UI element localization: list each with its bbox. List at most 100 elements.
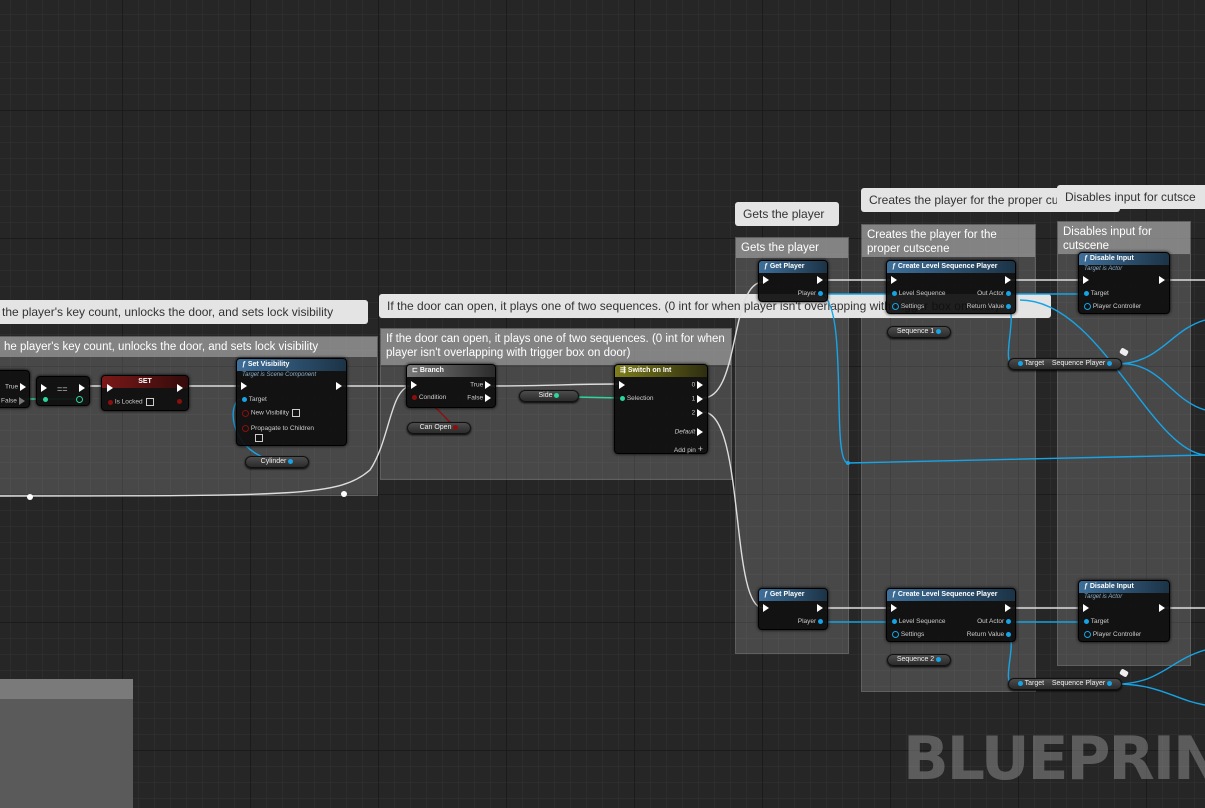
pin-target[interactable]: Target [1084, 290, 1109, 298]
pin-default[interactable]: Default [675, 428, 703, 437]
pin-false[interactable]: False [1, 397, 25, 406]
node-previous-branch[interactable]: True False [0, 370, 30, 408]
exec-in-pin[interactable] [107, 384, 113, 393]
pin-label: Condition [418, 394, 447, 401]
exec-out-pin[interactable] [336, 382, 342, 391]
exec-in-pin[interactable] [891, 604, 897, 613]
node-branch[interactable]: ⊏ Branch True Condition False [406, 364, 496, 408]
node-create-level-sequence-player-2[interactable]: ƒ Create Level Sequence Player Level Seq… [886, 588, 1016, 642]
pin-selection[interactable]: Selection [620, 395, 654, 403]
node-set-is-locked[interactable]: SET Is Locked [101, 375, 189, 411]
exec-out-pin[interactable] [1159, 604, 1165, 613]
var-label: Can Open [419, 424, 452, 431]
exec-out-pin[interactable] [817, 604, 823, 613]
pin-condition[interactable]: Condition [412, 394, 446, 402]
pin-out-1[interactable]: 1 [692, 395, 703, 404]
exec-out-pin[interactable] [1159, 276, 1165, 285]
set-sequence-player-1[interactable]: Target Sequence Player [1008, 358, 1122, 370]
pin-dot-icon [43, 396, 48, 402]
checkbox[interactable] [145, 398, 154, 406]
exec-in-pin[interactable] [241, 382, 247, 391]
pin-settings[interactable]: Settings [892, 631, 924, 639]
pin-new-visibility[interactable]: New Visibility [242, 409, 300, 418]
pin-out[interactable] [177, 398, 182, 406]
node-header: ƒ Create Level Sequence Player [887, 589, 1015, 601]
pin-label: Level Sequence [898, 618, 946, 625]
node-equal[interactable]: == [36, 376, 90, 406]
node-disable-input-2[interactable]: ƒ Disable Input Target is Actor Target P… [1078, 580, 1170, 642]
collapsed-comment-panel[interactable] [0, 679, 133, 808]
pin-label: Player Controller [1092, 303, 1142, 311]
node-set-visibility[interactable]: ƒ Set Visibility Target is Scene Compone… [236, 358, 347, 446]
exec-pin-icon [1083, 604, 1089, 612]
pin-true[interactable]: True [470, 381, 491, 390]
exec-in-pin[interactable] [891, 276, 897, 285]
exec-pin-icon [817, 604, 823, 612]
pin-player[interactable]: Player [798, 618, 823, 626]
exec-pin-icon [485, 394, 491, 402]
variable-side[interactable]: Side [519, 390, 579, 402]
exec-in-pin[interactable] [1083, 276, 1089, 285]
pin-is-locked[interactable]: Is Locked [108, 398, 154, 407]
node-title: Create Level Sequence Player [897, 591, 998, 598]
node-disable-input-1[interactable]: ƒ Disable Input Target is Actor Target P… [1078, 252, 1170, 314]
exec-in-pin[interactable] [763, 604, 769, 613]
pin-label: 2 [691, 409, 696, 417]
pin-return-value[interactable]: Return Value [967, 631, 1011, 639]
variable-sequence-1[interactable]: Sequence 1 [887, 326, 951, 338]
node-header: ƒ Set Visibility [237, 359, 346, 371]
pin-propagate[interactable]: Propagate to Children [242, 425, 314, 433]
node-header: ƒ Get Player [759, 261, 827, 273]
exec-in-pin[interactable] [763, 276, 769, 285]
pin-out-actor[interactable]: Out Actor [977, 618, 1011, 626]
add-pin-button[interactable]: Add pin + [674, 445, 703, 455]
propagate-checkbox[interactable] [255, 434, 263, 443]
pin-out[interactable] [76, 396, 83, 404]
exec-in-pin[interactable] [619, 381, 625, 390]
pin-return-value[interactable]: Return Value [967, 303, 1011, 311]
variable-can-open[interactable]: Can Open [407, 422, 471, 434]
exec-out-pin[interactable] [79, 384, 85, 393]
pin-player-controller[interactable]: Player Controller [1084, 303, 1141, 311]
pin-out-2[interactable]: 2 [692, 409, 703, 418]
pin-player[interactable]: Player [798, 290, 823, 298]
pin-target[interactable]: Target [1084, 618, 1109, 626]
exec-out-pin[interactable] [177, 384, 183, 393]
exec-out-pin[interactable] [1005, 604, 1011, 613]
exec-pin-icon [763, 276, 769, 284]
exec-out-pin[interactable] [817, 276, 823, 285]
pin-out-0[interactable]: 0 [692, 381, 703, 390]
exec-in-pin[interactable] [41, 384, 47, 393]
set-sequence-player-2[interactable]: Target Sequence Player [1008, 678, 1122, 690]
exec-out-pin[interactable] [1005, 276, 1011, 285]
pin-dot-icon [1006, 618, 1011, 624]
pin-settings[interactable]: Settings [892, 303, 924, 311]
variable-cylinder[interactable]: Cylinder [245, 456, 309, 468]
pin-label: Return Value [966, 631, 1005, 638]
pin-dot-icon [818, 290, 823, 296]
pin-true[interactable]: True [5, 383, 26, 392]
node-subtitle: Target is Actor [1084, 594, 1123, 600]
pin-dot-icon [242, 409, 249, 417]
pin-target[interactable]: Target [242, 396, 267, 404]
pin-in[interactable] [43, 396, 48, 404]
pin-level-sequence[interactable]: Level Sequence [892, 618, 945, 626]
checkbox[interactable] [255, 434, 263, 442]
variable-sequence-2[interactable]: Sequence 2 [887, 654, 951, 666]
exec-in-pin[interactable] [1083, 604, 1089, 613]
pin-dot-icon [412, 394, 417, 400]
node-get-player-1[interactable]: ƒ Get Player Player [758, 260, 828, 302]
pin-level-sequence[interactable]: Level Sequence [892, 290, 945, 298]
pin-dot-icon [892, 618, 897, 624]
node-switch-on-int[interactable]: ⇶ Switch on Int 0 Selection 1 2 Default … [614, 364, 708, 454]
pin-player-controller[interactable]: Player Controller [1084, 631, 1141, 639]
node-create-level-sequence-player-1[interactable]: ƒ Create Level Sequence Player Level Seq… [886, 260, 1016, 314]
pin-false[interactable]: False [467, 394, 491, 403]
pin-dot-icon [892, 290, 897, 296]
node-get-player-2[interactable]: ƒ Get Player Player [758, 588, 828, 630]
checkbox[interactable] [291, 409, 300, 417]
pin-out-actor[interactable]: Out Actor [977, 290, 1011, 298]
exec-in-pin[interactable] [411, 381, 417, 390]
exec-pin-icon [18, 397, 25, 405]
